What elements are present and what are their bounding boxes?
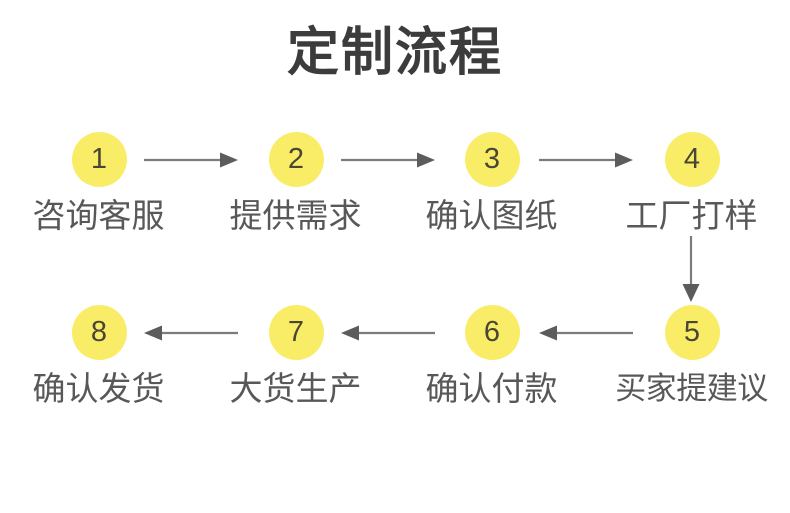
step-number-badge-3: 3 xyxy=(464,132,520,187)
step-label-8: 确认发货 xyxy=(32,370,165,407)
step-number-badge-7: 7 xyxy=(268,305,324,360)
flow-step-6: 6 确认付款 xyxy=(393,301,590,431)
flow-row-bottom: 8 确认发货 7 大货生产 6 确认付款 5 买家提建议 xyxy=(0,301,790,431)
step-label-2: 提供需求 xyxy=(229,197,362,234)
page-title: 定制流程 xyxy=(286,24,503,82)
step-number-badge-2: 2 xyxy=(268,132,324,187)
arrow-left-icon-7-to-8 xyxy=(142,323,240,343)
flow-step-4: 4 工厂打样 xyxy=(593,128,790,258)
step-label-7: 大货生产 xyxy=(229,370,362,407)
arrow-left-icon-6-to-7 xyxy=(339,323,437,343)
step-number-badge-5: 5 xyxy=(664,305,720,360)
step-label-1: 咨询客服 xyxy=(32,197,165,234)
arrow-left-icon-5-to-6 xyxy=(537,323,635,343)
flow-step-2: 2 提供需求 xyxy=(197,128,394,258)
step-number-badge-8: 8 xyxy=(71,305,127,360)
flow-step-8: 8 确认发货 xyxy=(0,301,197,431)
step-number-badge-6: 6 xyxy=(464,305,520,360)
step-label-3: 确认图纸 xyxy=(425,197,558,234)
step-number-badge-1: 1 xyxy=(71,132,127,187)
flow-step-3: 3 确认图纸 xyxy=(393,128,590,258)
flow-step-7: 7 大货生产 xyxy=(197,301,394,431)
arrow-right-icon-1-to-2 xyxy=(142,150,240,170)
step-label-6: 确认付款 xyxy=(425,370,558,407)
step-label-5: 买家提建议 xyxy=(615,371,768,406)
arrow-down-icon-4-to-5 xyxy=(678,234,704,304)
flow-step-1: 1 咨询客服 xyxy=(0,128,197,258)
step-label-4: 工厂打样 xyxy=(625,197,758,234)
flow-row-top: 1 咨询客服 2 提供需求 3 确认图纸 4 工厂打样 xyxy=(0,128,790,258)
step-number-badge-4: 4 xyxy=(664,132,720,187)
flow-step-5: 5 买家提建议 xyxy=(593,301,790,431)
arrow-right-icon-3-to-4 xyxy=(537,150,635,170)
arrow-right-icon-2-to-3 xyxy=(339,150,437,170)
